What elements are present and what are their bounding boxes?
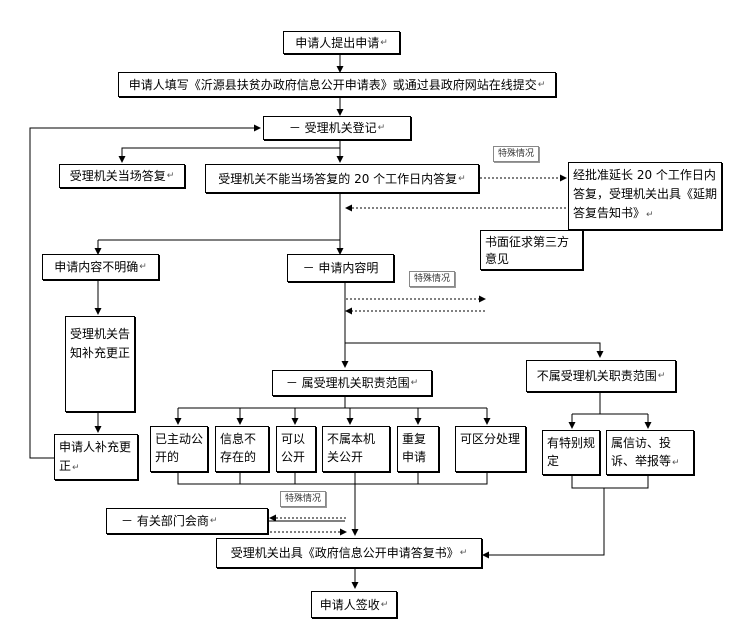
node-special-rule: 有特别规定: [542, 430, 600, 475]
return-mark: ↵: [458, 173, 466, 184]
return-mark: ↵: [410, 378, 419, 388]
node-separate: 可区分处理: [455, 426, 526, 472]
return-mark: ↵: [377, 123, 386, 133]
return-mark: ↵: [646, 210, 654, 220]
node-unclear: 申请内容不明确↵: [42, 254, 159, 280]
node-reply-on-site: 受理机关当场答复↵: [59, 164, 185, 188]
node-extend: 经批准延长 20 个工作日内答复，受理机关出具《延期答复告知书》↵: [568, 162, 722, 230]
node-third-party: 书面征求第三方意见: [480, 230, 583, 270]
special-case-tag: 特殊情况: [493, 146, 540, 162]
node-register: － 受理机关登记↵: [263, 116, 411, 140]
node-supplement: 申请人补充更正↵: [54, 434, 138, 480]
return-mark: ↵: [139, 262, 147, 272]
special-case-tag: 特殊情况: [409, 271, 456, 287]
node-not-exist: 信息不存在的: [215, 426, 269, 472]
node-petition: 属信访、投诉、举报等↵: [606, 430, 694, 475]
return-mark: ↵: [380, 37, 388, 48]
node-disclosed: 已主动公开的: [150, 426, 208, 472]
node-notify-supplement: 受理机关告知补充更正: [65, 316, 135, 412]
return-mark: ↵: [72, 463, 80, 473]
node-clear: － 申请内容明: [287, 254, 394, 282]
return-mark: ↵: [672, 458, 680, 468]
node-consult: － 有关部门会商↵: [106, 508, 268, 534]
node-sign: 申请人签收↵: [311, 591, 397, 618]
node-issue-reply: 受理机关出具《政府信息公开申请答复书》↵: [216, 538, 482, 568]
return-loop: [29, 124, 261, 459]
return-mark: ↵: [380, 599, 389, 610]
node-not-public: 不属本机关公开: [322, 426, 390, 472]
return-mark: ↵: [459, 548, 468, 558]
return-mark: ↵: [166, 171, 175, 181]
node-fill-form: 申请人填写《沂源县扶贫办政府信息公开申请表》或通过县政府网站在线提交↵: [118, 72, 556, 97]
node-apply: 申请人提出申请↵: [283, 31, 400, 54]
return-mark: ↵: [537, 79, 546, 90]
return-mark: ↵: [209, 516, 218, 526]
node-out-scope: 不属受理机关职责范围↵: [526, 360, 676, 392]
node-in-scope: － 属受理机关职责范围↵: [272, 370, 432, 396]
node-duplicate: 重复申请: [397, 426, 439, 472]
node-reply-20days: 受理机关不能当场答复的 20 个工作日内答复↵: [205, 164, 479, 193]
special-case-tag: 特殊情况: [280, 491, 327, 507]
node-can-disclose: 可以公开: [276, 426, 316, 472]
return-mark: ↵: [657, 371, 666, 381]
